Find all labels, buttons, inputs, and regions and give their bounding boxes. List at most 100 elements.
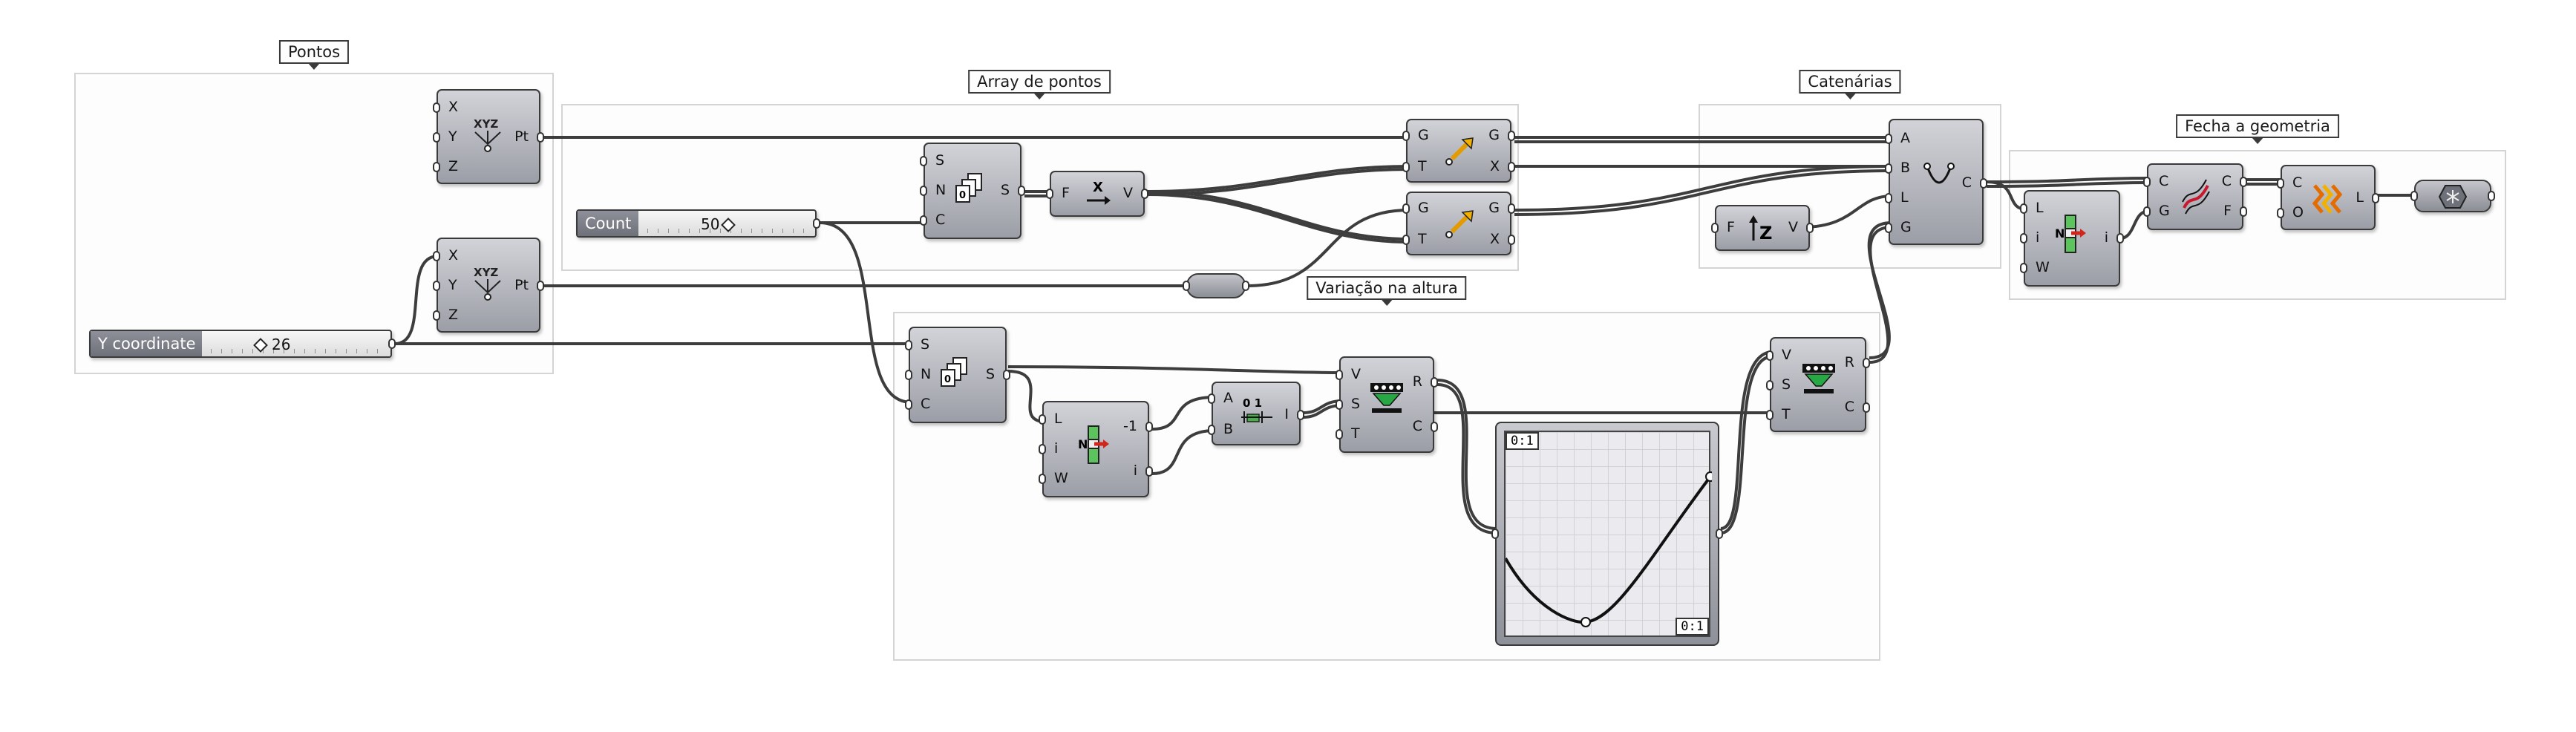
- connector-grip[interactable]: [433, 281, 440, 291]
- connector-grip[interactable]: [2020, 203, 2027, 214]
- graph-mapper[interactable]: 0:1 0:1: [1491, 422, 1723, 646]
- connector-grip[interactable]: [1711, 223, 1719, 233]
- group-array-de-pontos[interactable]: [561, 104, 1519, 271]
- series-component-mid[interactable]: S N C 0 S: [905, 327, 1010, 423]
- connector-grip[interactable]: [1806, 223, 1814, 233]
- connector-grip[interactable]: [433, 310, 440, 321]
- connector-grip[interactable]: [813, 218, 820, 229]
- connector-grip[interactable]: [1766, 350, 1774, 361]
- connector-grip[interactable]: [2410, 191, 2418, 201]
- connector-grip[interactable]: [1145, 466, 1153, 477]
- connector-grip[interactable]: [1431, 377, 1438, 388]
- connector-grip[interactable]: [920, 186, 927, 196]
- slider-track[interactable]: 26: [202, 331, 390, 356]
- graph-plot-area[interactable]: [1504, 431, 1712, 637]
- connector-grip[interactable]: [1402, 203, 1410, 214]
- connector-grip[interactable]: [433, 251, 440, 261]
- connector-grip[interactable]: [1003, 370, 1010, 380]
- connector-grip[interactable]: [1508, 235, 1515, 245]
- connector-grip[interactable]: [1863, 358, 1870, 368]
- connector-grip[interactable]: [2277, 178, 2284, 189]
- connector-grip[interactable]: [1766, 410, 1774, 420]
- connector-grip[interactable]: [905, 370, 912, 380]
- connector-grip[interactable]: [1402, 235, 1410, 245]
- list-item-component-2[interactable]: L i W N i: [2020, 190, 2124, 287]
- connector-grip[interactable]: [1402, 131, 1410, 141]
- connector-grip[interactable]: [1242, 281, 1249, 291]
- connector-grip[interactable]: [433, 132, 440, 143]
- group-label-pontos: Pontos: [278, 40, 350, 70]
- connector-grip[interactable]: [1402, 162, 1410, 172]
- connector-grip[interactable]: [433, 102, 440, 113]
- svg-text:0: 0: [944, 374, 951, 385]
- connector-grip[interactable]: [388, 339, 396, 349]
- connector-grip[interactable]: [1885, 193, 1892, 203]
- connector-grip[interactable]: [2277, 208, 2284, 218]
- connector-grip[interactable]: [1336, 429, 1343, 439]
- connector-grip[interactable]: [1431, 422, 1438, 432]
- cap-component[interactable]: C O L: [2277, 165, 2379, 230]
- count-slider[interactable]: Count 50: [576, 209, 820, 238]
- connector-grip[interactable]: [1141, 189, 1148, 199]
- connector-grip[interactable]: [433, 162, 440, 172]
- connector-grip[interactable]: [1508, 162, 1515, 172]
- construct-point-2[interactable]: X Y Z XYZ Pt: [433, 238, 544, 333]
- move-component-2[interactable]: G T G X: [1402, 192, 1515, 255]
- connector-grip[interactable]: [2372, 193, 2379, 203]
- y-coordinate-slider[interactable]: Y coordinate 26: [89, 330, 396, 358]
- remap-component-2[interactable]: V S T R C: [1766, 337, 1870, 432]
- bounds-component[interactable]: A B 0 1 I: [1208, 382, 1304, 445]
- connector-grip[interactable]: [1491, 529, 1499, 539]
- connector-grip[interactable]: [1885, 163, 1892, 174]
- connector-grip[interactable]: [1508, 203, 1515, 214]
- connector-grip[interactable]: [1766, 380, 1774, 390]
- connector-grip[interactable]: [1885, 134, 1892, 144]
- connector-grip[interactable]: [2488, 191, 2495, 201]
- connector-grip[interactable]: [2143, 206, 2151, 217]
- list-item-component-1[interactable]: L i W N -1 i: [1039, 401, 1153, 497]
- slider-track[interactable]: 50: [638, 211, 815, 236]
- connector-grip[interactable]: [1336, 370, 1343, 380]
- connector-grip[interactable]: [2020, 233, 2027, 244]
- connector-grip[interactable]: [1863, 402, 1870, 413]
- connector-grip[interactable]: [1039, 414, 1046, 425]
- connector-grip[interactable]: [1145, 422, 1153, 432]
- series-component-top[interactable]: S N C 0 S: [920, 143, 1025, 239]
- connector-grip[interactable]: [1716, 529, 1723, 539]
- unit-x-component[interactable]: F X V: [1046, 171, 1148, 217]
- unit-z-component[interactable]: F Z V: [1711, 205, 1814, 251]
- connector-grip[interactable]: [905, 399, 912, 410]
- connector-grip[interactable]: [1046, 189, 1053, 199]
- connector-grip[interactable]: [537, 281, 544, 291]
- connector-grip[interactable]: [920, 156, 927, 166]
- graph-domain-bottom[interactable]: 0:1: [1676, 618, 1709, 635]
- connector-grip[interactable]: [1183, 281, 1190, 291]
- connector-grip[interactable]: [1018, 186, 1025, 196]
- connector-grip[interactable]: [2143, 177, 2151, 187]
- geometry-param[interactable]: [2410, 180, 2495, 212]
- connector-grip[interactable]: [1885, 223, 1892, 233]
- connector-grip[interactable]: [2240, 177, 2247, 187]
- connector-grip[interactable]: [2020, 263, 2027, 273]
- connector-grip[interactable]: [905, 340, 912, 350]
- graph-domain-top[interactable]: 0:1: [1506, 432, 1539, 450]
- connector-grip[interactable]: [1208, 393, 1215, 404]
- connector-grip[interactable]: [1039, 444, 1046, 454]
- remap-component-1[interactable]: V S T R C: [1336, 356, 1438, 453]
- catenary-component[interactable]: A B L G C: [1885, 119, 1987, 245]
- connector-grip[interactable]: [1980, 178, 1987, 189]
- connector-grip[interactable]: [2116, 233, 2124, 244]
- connector-grip[interactable]: [2240, 206, 2247, 217]
- connector-grip[interactable]: [920, 215, 927, 226]
- move-component-1[interactable]: G T G X: [1402, 119, 1515, 183]
- connector-grip[interactable]: [537, 132, 544, 143]
- construct-point-1[interactable]: X Y Z XYZ Pt: [433, 89, 544, 184]
- connector-grip[interactable]: [1208, 425, 1215, 435]
- connector-grip[interactable]: [1336, 399, 1343, 410]
- relay-node[interactable]: [1183, 273, 1249, 298]
- connector-grip[interactable]: [1039, 474, 1046, 484]
- connector-grip[interactable]: [1297, 410, 1304, 420]
- loft-component[interactable]: C G C F: [2143, 163, 2247, 230]
- connector-grip[interactable]: [1508, 131, 1515, 141]
